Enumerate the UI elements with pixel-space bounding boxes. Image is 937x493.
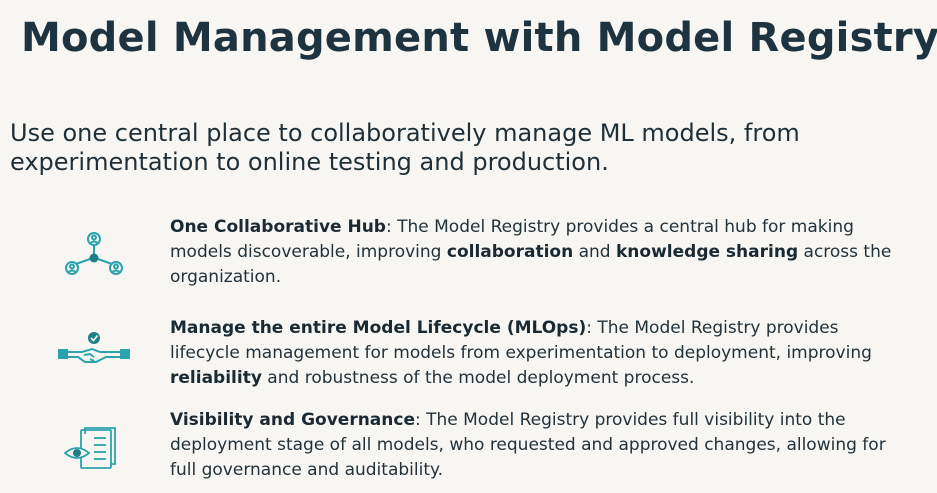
handshake-icon bbox=[58, 332, 130, 363]
feature-heading: Manage the entire Model Lifecycle (MLOps… bbox=[170, 318, 587, 338]
governance-document-icon bbox=[63, 427, 116, 469]
feature-text: Manage the entire Model Lifecycle (MLOps… bbox=[170, 318, 872, 388]
feature-heading: One Collaborative Hub bbox=[170, 217, 386, 237]
collaboration-hub-icon bbox=[65, 232, 123, 275]
feature-heading: Visibility and Governance bbox=[170, 410, 415, 430]
feature-text: One Collaborative Hub: The Model Registr… bbox=[170, 217, 892, 287]
page-subtitle: Use one central place to collaboratively… bbox=[10, 119, 800, 176]
feature-text: Visibility and Governance: The Model Reg… bbox=[170, 410, 886, 480]
page-title: Model Management with Model Registry bbox=[21, 15, 937, 61]
